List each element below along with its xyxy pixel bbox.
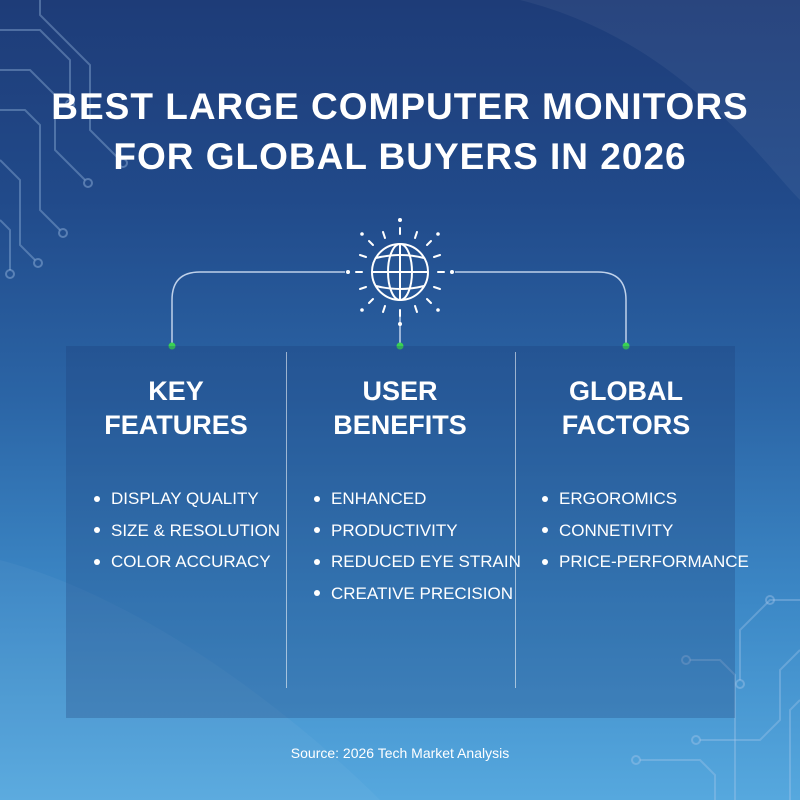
list-item-label: SIZE & RESOLUTION bbox=[111, 520, 281, 540]
list-item: DISPLAY QUALITY bbox=[94, 483, 280, 515]
column-key-features: KEY FEATURES DISPLAY QUALITY SIZE & RESO… bbox=[66, 346, 286, 718]
column-heading-line-1: KEY bbox=[148, 376, 204, 406]
list-item-label: DISPLAY QUALITY bbox=[111, 489, 259, 508]
bullet-icon bbox=[314, 495, 320, 502]
bullet-icon bbox=[314, 590, 320, 597]
list-item-label: COLOR ACCURACY bbox=[111, 552, 271, 571]
list-item: PRICE-PERFORMANCE bbox=[542, 546, 749, 578]
list-item: COLOR ACCURACY bbox=[94, 546, 280, 578]
column-heading: KEY FEATURES bbox=[66, 374, 286, 442]
bullet-icon bbox=[542, 558, 548, 565]
list-item: REDUCED EYE STRAIN bbox=[314, 546, 521, 578]
bullet-icon bbox=[542, 495, 548, 502]
column-heading-line-2: BENEFITS bbox=[333, 410, 467, 440]
column-heading-line-1: USER bbox=[362, 376, 438, 406]
column-heading: GLOBAL FACTORS bbox=[516, 374, 736, 442]
list-item: CONNETIVITY bbox=[542, 515, 749, 547]
list-item-label: REDUCED EYE STRAIN bbox=[331, 552, 521, 571]
column-heading-line-1: GLOBAL bbox=[569, 376, 683, 406]
column-divider bbox=[515, 352, 516, 688]
connector-nodes bbox=[168, 342, 630, 350]
list-item-label: PRICE-PERFORMANCE bbox=[559, 552, 749, 571]
list-item-label: PRODUCTIVITY bbox=[331, 520, 458, 540]
list-item: ENHANCED bbox=[314, 483, 521, 515]
bullet-icon bbox=[94, 527, 100, 534]
column-heading-line-2: FACTORS bbox=[561, 410, 691, 440]
list-item-label: ERGOROMICS bbox=[559, 489, 678, 508]
column-user-benefits: USER BENEFITS ENHANCED PRODUCTIVITY REDU… bbox=[290, 346, 521, 718]
list-item: ERGOROMICS bbox=[542, 483, 749, 515]
bullet-icon bbox=[542, 527, 548, 534]
column-divider bbox=[286, 352, 287, 688]
bullet-icon bbox=[94, 495, 100, 502]
bullet-list: DISPLAY QUALITY SIZE & RESOLUTION COLOR … bbox=[94, 483, 280, 578]
title-line-2: FOR GLOBAL BUYERS IN 2026 bbox=[113, 136, 687, 177]
bullet-icon bbox=[314, 558, 320, 565]
list-item-label: CONNETIVITY bbox=[559, 520, 674, 540]
source-note: Source: 2026 Tech Market Analysis bbox=[290, 745, 510, 761]
column-global-factors: GLOBAL FACTORS ERGOROMICS CONNETIVITY PR… bbox=[516, 346, 749, 718]
bullet-icon bbox=[314, 527, 320, 534]
bullet-icon bbox=[94, 558, 100, 565]
bullet-list: ERGOROMICS CONNETIVITY PRICE-PERFORMANCE bbox=[542, 483, 749, 578]
list-item: PRODUCTIVITY bbox=[314, 515, 521, 547]
globe-rays bbox=[346, 218, 454, 326]
title-line-1: BEST LARGE COMPUTER MONITORS bbox=[51, 86, 749, 127]
list-item: SIZE & RESOLUTION bbox=[94, 515, 280, 547]
connector-lines bbox=[171, 271, 627, 346]
column-heading: USER BENEFITS bbox=[290, 374, 510, 442]
column-heading-line-2: FEATURES bbox=[104, 410, 248, 440]
globe-icon bbox=[371, 243, 429, 301]
list-item-label: ENHANCED bbox=[331, 489, 427, 508]
content-panel bbox=[66, 346, 735, 718]
bullet-list: ENHANCED PRODUCTIVITY REDUCED EYE STRAIN… bbox=[314, 483, 521, 609]
list-item-label: CREATIVE PRECISION bbox=[331, 583, 513, 603]
list-item: CREATIVE PRECISION bbox=[314, 578, 521, 610]
page-title: BEST LARGE COMPUTER MONITORS FOR GLOBAL … bbox=[0, 82, 800, 182]
